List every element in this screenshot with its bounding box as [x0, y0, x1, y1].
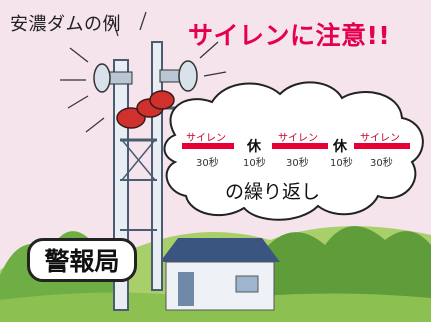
duration-siren-1: 30秒 — [196, 158, 219, 169]
siren-label-1: サイレン — [186, 133, 226, 144]
duration-rest-2: 10秒 — [330, 158, 353, 169]
duration-rest-1: 10秒 — [243, 158, 266, 169]
siren-label-3: サイレン — [360, 133, 400, 144]
speech-bubble — [163, 81, 424, 221]
rest-mark-1: 休 — [247, 139, 261, 155]
house — [160, 238, 280, 311]
speaker-right — [159, 60, 198, 92]
location-caption: 安濃ダムの例 — [10, 14, 121, 35]
siren-bar-3 — [354, 143, 410, 149]
duration-siren-3: 30秒 — [370, 158, 393, 169]
siren-warning-headline: サイレンに注意!! — [188, 21, 391, 50]
repeat-text: の繰り返し — [225, 181, 321, 203]
sound-lines — [60, 11, 227, 133]
duration-siren-2: 30秒 — [286, 158, 309, 169]
siren-bar-2 — [272, 143, 328, 149]
rest-mark-2: 休 — [333, 139, 347, 155]
siren-units — [116, 90, 175, 129]
speaker-left — [93, 63, 133, 93]
siren-label-2: サイレン — [278, 133, 318, 144]
alarm-station-label: 警報局 — [27, 238, 137, 282]
siren-bar-1 — [182, 143, 234, 149]
